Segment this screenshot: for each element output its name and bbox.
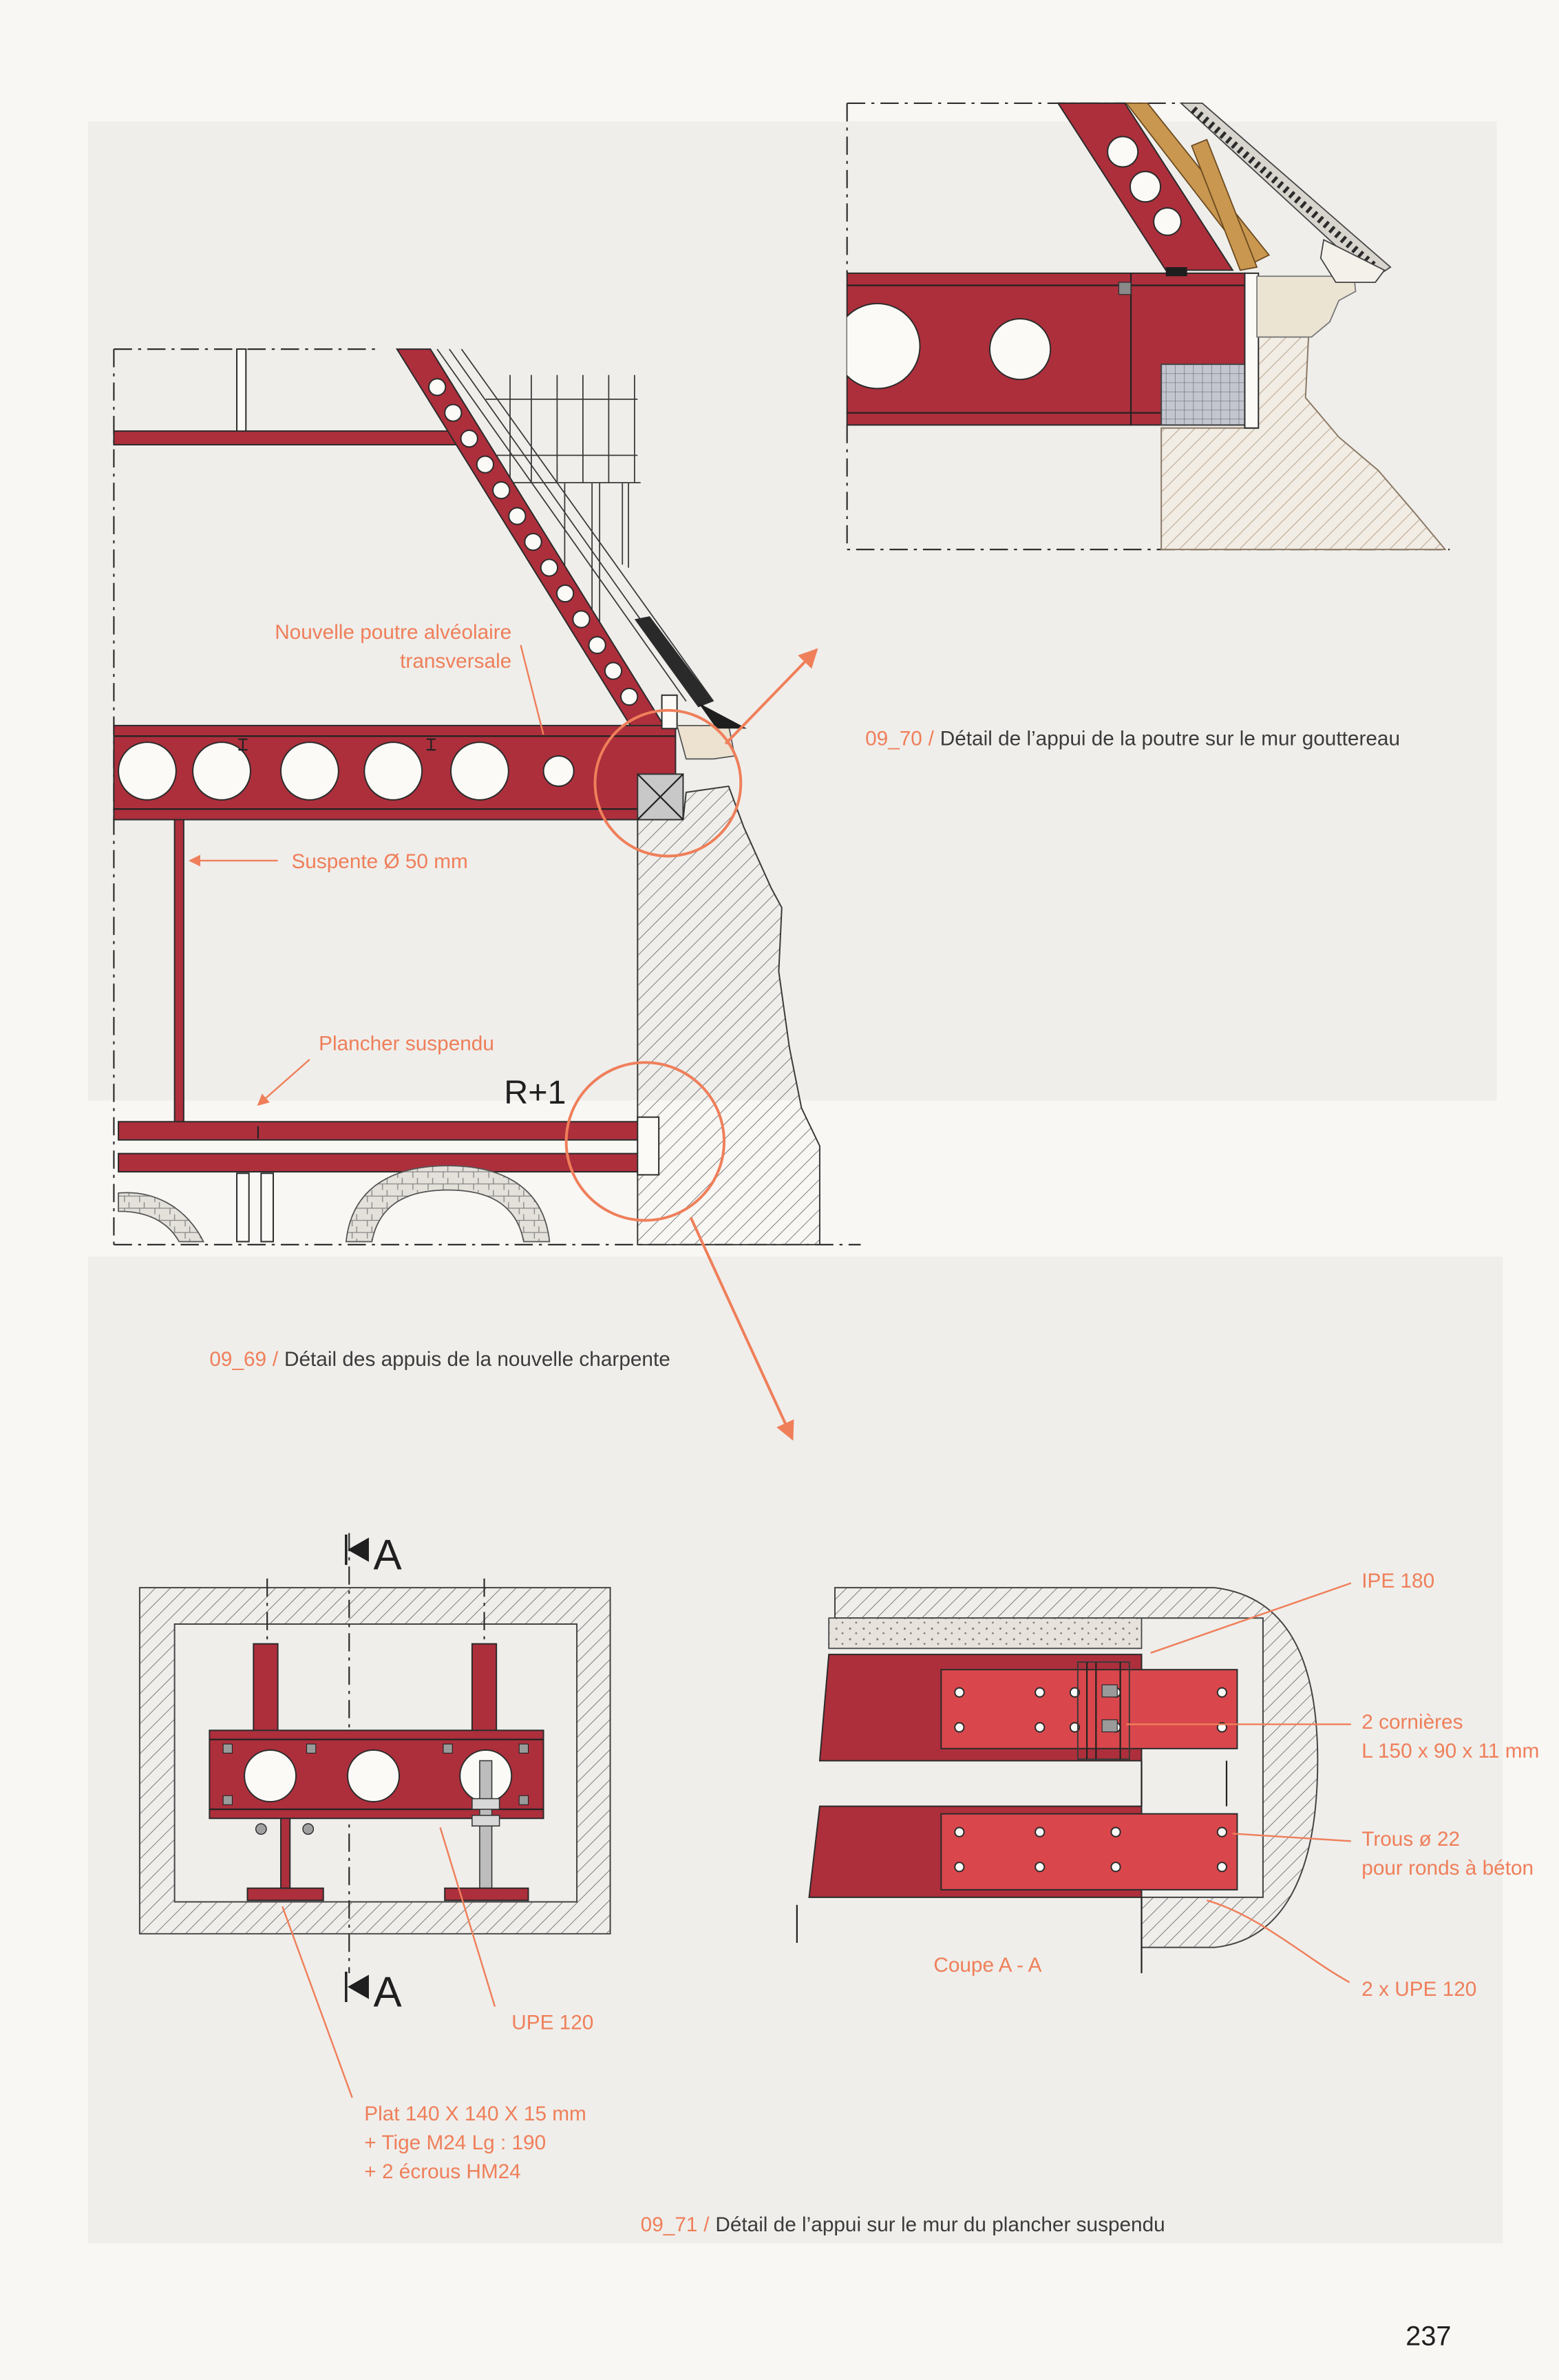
concrete-slab — [828, 1617, 1143, 1650]
figure-number: 09_69 — [209, 1348, 266, 1371]
angle-cleats — [1077, 1661, 1130, 1760]
beam-label-line2: transversale — [400, 650, 511, 673]
guardrail — [485, 375, 641, 626]
suspended-floor — [118, 1116, 660, 1176]
figure-number: 09_70 — [865, 728, 922, 750]
callout-arrow-to-09-71 — [689, 1217, 794, 1441]
callout-arrow-to-09-70 — [724, 648, 818, 745]
figure-caption-text: Détail des appuis de la nouvelle charpen… — [284, 1348, 670, 1371]
caption-09-69: 09_69 /Détail des appuis de la nouvelle c… — [209, 1348, 670, 1371]
caption-09-71: 09_71/Détail de l’appui sur le mur du pl… — [641, 2213, 1165, 2236]
holes-label-line1: Trous ø 22 — [1361, 1828, 1460, 1851]
plate-label-leader — [282, 1906, 353, 2098]
section-wall-hatch — [834, 1587, 1319, 1948]
figure-caption-text: Détail de l’appui de la poutre sur le mu… — [940, 728, 1400, 750]
upe-label: UPE 120 — [511, 2012, 593, 2034]
gutter — [1319, 239, 1386, 283]
masonry-vaults — [118, 1165, 551, 1243]
plate-label-line2: + Tige M24 Lg : 190 — [364, 2131, 546, 2154]
double-upe-120-beam — [808, 1805, 1238, 1898]
figure-09-71-section: IPE 180 2 cornières L 150 x 90 x 11 mm T… — [796, 1570, 1539, 2001]
double-upe-label: 2 x UPE 120 — [1361, 1978, 1476, 2001]
beam-label-line1: Nouvelle poutre alvéolaire — [275, 621, 511, 644]
left-vertical-angle — [253, 1643, 279, 1736]
figure-separator: / — [703, 2213, 710, 2236]
section-guide-lines — [796, 1760, 1228, 1974]
floor-label-arrow — [257, 1058, 310, 1106]
section-marker-bottom: A — [345, 1969, 403, 2016]
section-marker-top: A — [345, 1532, 403, 1579]
caption-09-70: 09_70 /Détail de l’appui de la poutre sur… — [865, 728, 1400, 750]
masonry-wall — [637, 785, 820, 1245]
bearing-pad — [1160, 364, 1256, 426]
floor-label: Plancher suspendu — [319, 1033, 494, 1055]
svg-text:A: A — [374, 1532, 403, 1579]
left-bearing-support — [246, 1818, 324, 1902]
transverse-beam-end — [846, 267, 1246, 426]
figure-caption-text: Détail de l’appui sur le mur du plancher… — [715, 2213, 1165, 2236]
upper-tie-beam — [113, 430, 461, 445]
angles-label-line1: 2 cornières — [1361, 1711, 1463, 1734]
angles-label-line2: L 150 x 90 x 11 mm — [1361, 1740, 1539, 1762]
ipe-label: IPE 180 — [1361, 1570, 1434, 1592]
holes-label-leader — [1232, 1833, 1351, 1842]
rafter-cellular-beam — [395, 348, 667, 730]
beam-label-leader — [520, 644, 544, 735]
hanger-rod — [173, 819, 184, 1123]
figure-separator: / — [273, 1348, 279, 1371]
figure-separator: / — [929, 728, 935, 750]
figure-09-71-elevation: A A UPE 120 Plat 140 X 140 X 15 mm + Tig… — [138, 1532, 611, 2183]
hanger-label: Suspente Ø 50 mm — [291, 850, 467, 873]
svg-text:A: A — [374, 1969, 403, 2016]
right-threaded-rod-support — [444, 1760, 529, 1902]
upe-label-leader — [439, 1827, 496, 2007]
plate-label-line3: + 2 écrous HM24 — [364, 2160, 520, 2183]
right-vertical-angle — [471, 1643, 498, 1736]
ipe-label-leader — [1150, 1582, 1352, 1654]
section-title: Coupe A - A — [933, 1954, 1041, 1977]
beam-bearing-block — [637, 773, 684, 821]
wall-opening-hatch — [138, 1587, 611, 1935]
figure-09-70: 09_70 /Détail de l’appui de la poutre sur… — [846, 102, 1450, 750]
rafter-cellular-beam — [1057, 102, 1234, 271]
figure-09-69: Nouvelle poutre alvéolaire transversale … — [113, 348, 861, 1441]
level-label: R+1 — [504, 1074, 566, 1111]
fascia — [1244, 272, 1260, 429]
plate-label-line1: Plat 140 X 140 X 15 mm — [364, 2103, 586, 2125]
timber-strut — [1191, 138, 1258, 271]
roof-edge — [634, 616, 714, 708]
holes-label-line2: pour ronds à béton — [1361, 1857, 1534, 1879]
double-upe-beam — [209, 1729, 544, 1820]
transverse-cellular-beam — [113, 724, 677, 821]
upper-post — [236, 348, 247, 432]
ipe-180-beam — [818, 1654, 1238, 1762]
roof-tile-pattern — [1190, 106, 1378, 271]
callout-circle-roof-support — [593, 708, 743, 858]
page-number: 237 — [1406, 2321, 1451, 2351]
rod-axis-lines — [266, 1578, 485, 1647]
double-upe-label-leader — [1207, 1899, 1350, 1983]
callout-circle-floor-support — [564, 1061, 725, 1222]
figure-number: 09_71 — [641, 2213, 698, 2236]
upper-panel — [87, 121, 1497, 1101]
